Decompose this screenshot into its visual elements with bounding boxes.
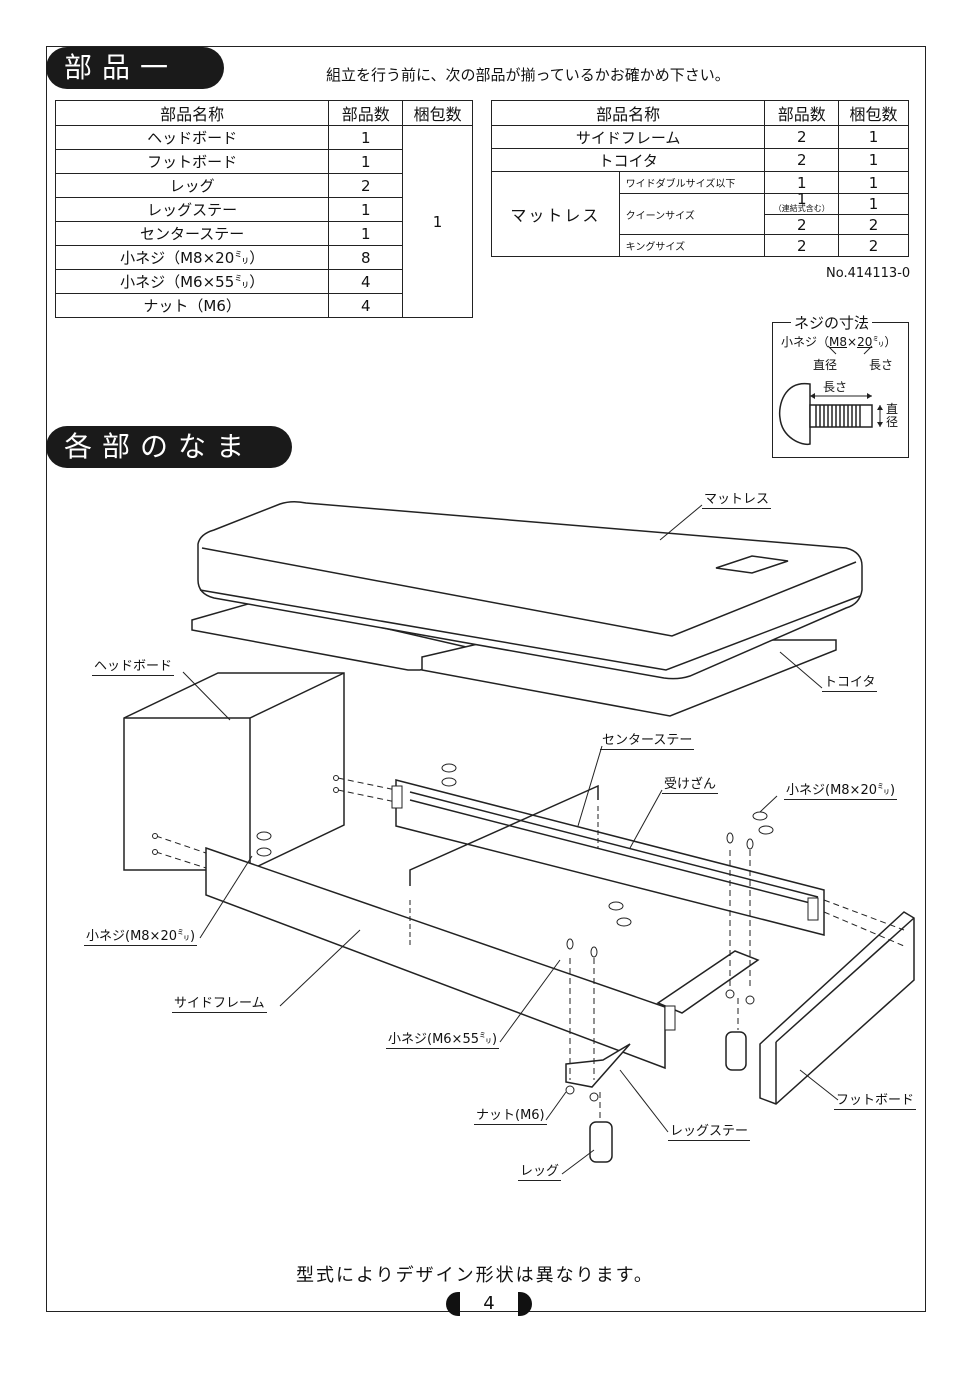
- diameter-label: 直径: [813, 358, 838, 372]
- screw-dimension-box: ネジの寸法 小ネジ（M8×20㍉） 直径 長さ 長さ 直径: [772, 312, 909, 458]
- lot-number: No.414113-0: [826, 266, 911, 281]
- headboard: [123, 672, 345, 871]
- label-mattress: マットレス: [702, 488, 772, 509]
- parts-table-right: 部品名称 部品数 梱包数 サイドフレーム 2 1 トコイタ 2 1 マットレス …: [490, 100, 909, 257]
- row-qty: 2: [764, 234, 840, 257]
- side-frame-far: [395, 779, 825, 936]
- spec-mid: ×: [847, 335, 858, 349]
- table-header-row: 部品名称 部品数 梱包数: [490, 100, 909, 126]
- design-note: 型式によりデザイン形状は異なります。: [296, 1265, 654, 1286]
- section-title-part-names: 各部のなまえ: [46, 426, 292, 505]
- row-qty: 1: [328, 221, 404, 246]
- row-pkg: 1: [838, 125, 909, 149]
- leg-lower: [589, 1121, 613, 1163]
- page-frame: [46, 46, 926, 1312]
- connected-note: （連結式含む）: [773, 204, 830, 213]
- diameter-dimension: 直径: [886, 402, 899, 429]
- spec-unit: ㍉）: [872, 335, 897, 349]
- table-row: クイーンサイズ 1 （連結式含む） 1: [492, 190, 909, 235]
- row-name: レッグステー: [54, 197, 330, 222]
- table-row: 小ネジ（M6×55㍉）4: [54, 269, 473, 294]
- label-rail: 受けざん: [662, 773, 719, 794]
- intro-text: 組立を行う前に、次の部品が揃っているかお確かめ下さい。: [326, 66, 730, 84]
- leg-upper: [725, 1031, 747, 1071]
- label-screw-m8-left: 小ネジ(M8×20㍉): [84, 925, 198, 946]
- label-footboard: フットボード: [834, 1089, 917, 1110]
- row-qty: 2: [328, 173, 404, 198]
- label-screw-m6: 小ネジ(M6×55㍉): [386, 1028, 500, 1049]
- label-headboard: ヘッドボード: [92, 655, 175, 676]
- table-row: ナット（M6）4: [54, 293, 473, 318]
- table-row: 2 2: [492, 214, 909, 235]
- screw-spec: 小ネジ（M8×20㍉）: [781, 333, 896, 350]
- length-dimension: 長さ: [823, 380, 848, 394]
- label-center-stay: センターステー: [600, 729, 695, 750]
- row-qty: 1: [328, 197, 404, 222]
- row-name: ヘッドボード: [54, 125, 330, 150]
- page-number: 4: [483, 1293, 495, 1314]
- mattress-name: マットレス: [491, 171, 620, 257]
- spec-diameter: M8: [829, 335, 848, 349]
- screw-box-title: ネジの寸法: [791, 312, 873, 333]
- side-frame-near: [205, 846, 666, 1070]
- label-side-frame: サイドフレーム: [172, 992, 267, 1013]
- length-label: 長さ: [869, 358, 894, 372]
- footboard: [759, 911, 915, 1105]
- row-qty: 1: [328, 149, 404, 174]
- row-name: センターステー: [54, 221, 330, 246]
- table-row: キングサイズ 2 2: [492, 234, 909, 257]
- row-qty: 2: [764, 148, 840, 172]
- leg-stay-upper: [656, 950, 760, 1014]
- screw-illustration: [778, 345, 883, 446]
- label-nut: ナット(M6): [474, 1104, 547, 1125]
- package-count: 1: [402, 125, 473, 318]
- row-name: トコイタ: [490, 148, 766, 172]
- table-row: マットレス ワイドダブルサイズ以下 1 1: [491, 171, 909, 257]
- label-slats: トコイタ: [822, 671, 878, 692]
- leg-stay-lower: [565, 1043, 631, 1088]
- page-number-brackets: [446, 1292, 532, 1316]
- center-stay-bar: [409, 784, 599, 886]
- header-package-qty: 梱包数: [838, 100, 909, 126]
- row-name: サイドフレーム: [490, 125, 766, 149]
- header-part-name: 部品名称: [54, 100, 330, 126]
- mattress: [197, 500, 863, 680]
- row-pkg: 2: [838, 234, 909, 257]
- header-package-qty: 梱包数: [402, 100, 473, 126]
- label-leg: レッグ: [518, 1160, 562, 1181]
- table-header-row: 部品名称 部品数 梱包数: [54, 100, 473, 126]
- table-row: サイドフレーム 2 1: [490, 125, 909, 149]
- row-qty: 2: [764, 125, 840, 149]
- row-qty: 4: [328, 293, 404, 318]
- page-number-badge: 4: [446, 1292, 532, 1316]
- row-qty: 1: [796, 190, 807, 208]
- spec-prefix: 小ネジ（: [781, 335, 830, 349]
- spec-length: 20: [857, 335, 873, 349]
- row-name: 小ネジ（M6×55㍉）: [54, 269, 330, 294]
- label-leg-stay: レッグステー: [668, 1120, 751, 1141]
- label-screw-m8-right: 小ネジ(M8×20㍉): [784, 779, 898, 800]
- row-name: ナット（M6）: [54, 293, 330, 318]
- row-name: フットボード: [54, 149, 330, 174]
- row-qty: 1: [328, 125, 404, 150]
